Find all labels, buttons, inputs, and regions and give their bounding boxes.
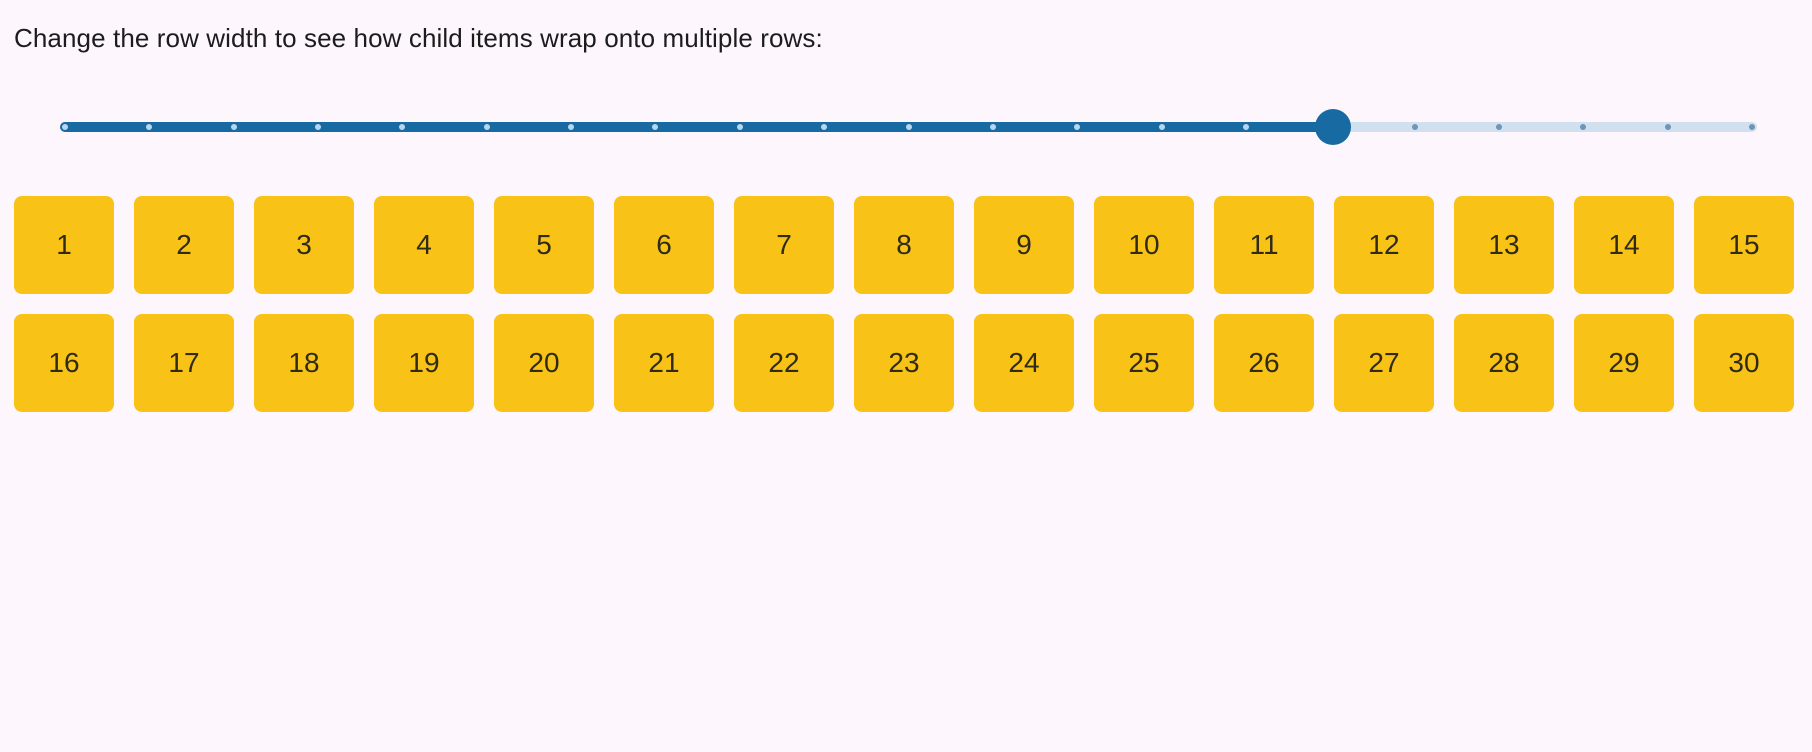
grid-item: 3 xyxy=(254,196,354,294)
slider-tick xyxy=(1749,124,1755,130)
slider-tick xyxy=(1664,124,1671,130)
grid-item: 10 xyxy=(1094,196,1194,294)
grid-item: 29 xyxy=(1574,314,1674,412)
slider-tick xyxy=(1580,124,1587,130)
grid-item: 6 xyxy=(614,196,714,294)
slider-tick xyxy=(1495,124,1502,130)
grid-item: 25 xyxy=(1094,314,1194,412)
grid-item: 5 xyxy=(494,196,594,294)
grid-item: 8 xyxy=(854,196,954,294)
grid-item: 17 xyxy=(134,314,234,412)
grid-item: 22 xyxy=(734,314,834,412)
grid-item: 26 xyxy=(1214,314,1314,412)
grid-item: 9 xyxy=(974,196,1074,294)
grid-item: 15 xyxy=(1694,196,1794,294)
slider-thumb[interactable] xyxy=(1314,109,1351,145)
slider-fill xyxy=(60,122,1333,132)
grid-item: 23 xyxy=(854,314,954,412)
row-width-slider[interactable] xyxy=(60,103,1757,151)
slider-tick xyxy=(1411,124,1418,130)
grid-item: 24 xyxy=(974,314,1074,412)
grid-item: 20 xyxy=(494,314,594,412)
grid-item: 4 xyxy=(374,196,474,294)
grid-item: 7 xyxy=(734,196,834,294)
grid-item: 1 xyxy=(14,196,114,294)
grid-item: 27 xyxy=(1334,314,1434,412)
grid-item: 2 xyxy=(134,196,234,294)
grid-item: 12 xyxy=(1334,196,1434,294)
grid-item: 14 xyxy=(1574,196,1674,294)
grid-item: 19 xyxy=(374,314,474,412)
grid-item: 28 xyxy=(1454,314,1554,412)
grid-item: 11 xyxy=(1214,196,1314,294)
grid-item: 21 xyxy=(614,314,714,412)
page-instruction: Change the row width to see how child it… xyxy=(14,23,823,53)
grid-item: 16 xyxy=(14,314,114,412)
slider-track[interactable] xyxy=(60,109,1757,145)
grid-item: 13 xyxy=(1454,196,1554,294)
grid-item: 18 xyxy=(254,314,354,412)
grid-item: 30 xyxy=(1694,314,1794,412)
